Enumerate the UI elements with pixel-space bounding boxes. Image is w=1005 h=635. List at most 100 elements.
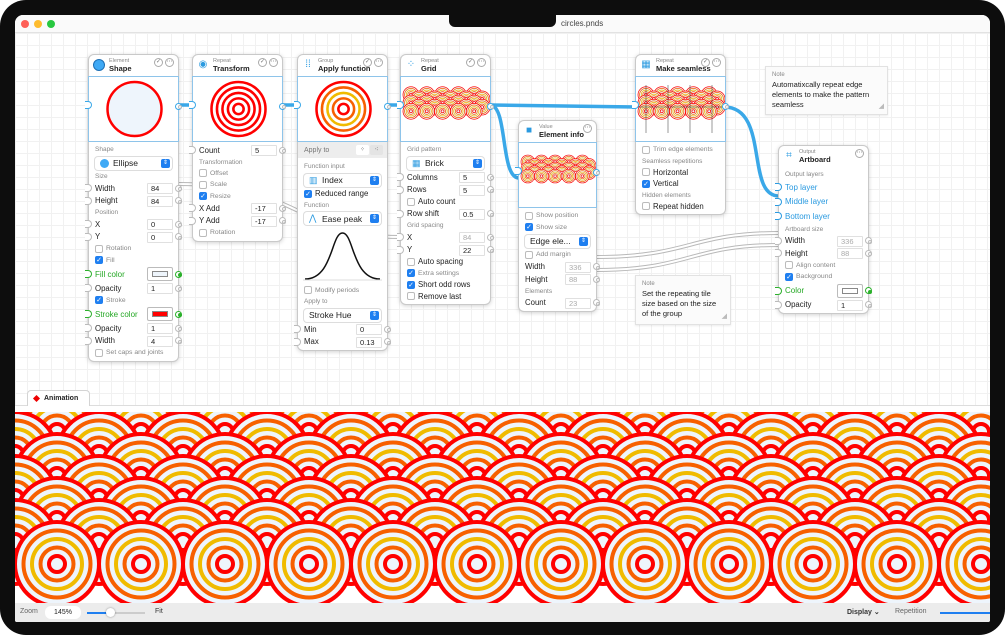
- rows-input[interactable]: 5: [459, 184, 485, 196]
- checkmark-icon[interactable]: ✓: [701, 58, 710, 67]
- input-port[interactable]: [775, 236, 782, 245]
- input-port[interactable]: [85, 196, 92, 205]
- checkmark-icon[interactable]: ✓: [258, 58, 267, 67]
- input-port[interactable]: [189, 101, 196, 109]
- y-input[interactable]: 22: [459, 244, 485, 256]
- checkbox-checked-icon[interactable]: ✓: [642, 179, 650, 188]
- checkmark-icon[interactable]: ✓: [466, 58, 475, 67]
- output-port[interactable]: [175, 220, 182, 228]
- input-port[interactable]: [397, 185, 404, 194]
- opacity-input[interactable]: 1: [147, 323, 173, 334]
- height-input[interactable]: 88: [565, 274, 591, 285]
- x-input[interactable]: 0: [147, 219, 173, 230]
- output-port[interactable]: [487, 173, 494, 181]
- output-port[interactable]: [175, 233, 182, 241]
- input-port[interactable]: [294, 325, 301, 334]
- dropdown[interactable]: ▦Brick⇕: [407, 156, 484, 170]
- columns-input[interactable]: 5: [459, 172, 485, 183]
- opacity-input[interactable]: 1: [147, 283, 173, 294]
- output-port[interactable]: [487, 246, 494, 254]
- checkbox-unchecked-icon[interactable]: [199, 228, 207, 237]
- height-input[interactable]: 88: [837, 248, 863, 259]
- apply-to-toggle[interactable]: ⁘⁖: [356, 145, 383, 155]
- checkbox-unchecked-icon[interactable]: [95, 244, 103, 253]
- dropdown[interactable]: ⋀Ease peak⇕: [304, 212, 381, 225]
- input-port[interactable]: [775, 212, 782, 221]
- output-port[interactable]: [865, 301, 872, 309]
- checkbox-unchecked-icon[interactable]: [785, 261, 793, 270]
- fit-button[interactable]: Fit: [155, 608, 163, 615]
- color-swatch[interactable]: [147, 307, 173, 321]
- checkbox-resize[interactable]: ✓Resize: [193, 191, 282, 203]
- output-port[interactable]: [593, 275, 600, 283]
- input-port[interactable]: [85, 324, 92, 333]
- output-port[interactable]: [593, 299, 600, 307]
- checkbox-unchecked-icon[interactable]: [407, 257, 415, 266]
- checkbox-unchecked-icon[interactable]: [407, 197, 415, 206]
- x-input[interactable]: 84: [459, 232, 485, 243]
- select-index[interactable]: ▥Index⇕: [298, 172, 387, 188]
- more-icon[interactable]: ⋯: [583, 124, 592, 133]
- checkbox-vertical[interactable]: ✓Vertical: [636, 178, 725, 190]
- input-port[interactable]: [397, 173, 404, 182]
- output-port[interactable]: [175, 284, 182, 292]
- min-input[interactable]: 0: [356, 324, 382, 335]
- input-port[interactable]: [189, 216, 196, 225]
- width-input[interactable]: 84: [147, 183, 173, 194]
- checkbox-unchecked-icon[interactable]: [642, 168, 650, 177]
- input-port[interactable]: [397, 233, 404, 242]
- input-port[interactable]: [189, 146, 196, 155]
- checkbox-scale[interactable]: Scale: [193, 179, 282, 191]
- input-port[interactable]: [85, 232, 92, 241]
- checkmark-icon[interactable]: ✓: [363, 58, 372, 67]
- y-add-input[interactable]: -17: [251, 215, 277, 227]
- output-port[interactable]: [593, 263, 600, 271]
- select-ease-peak[interactable]: ⋀Ease peak⇕: [298, 211, 387, 227]
- dropdown[interactable]: Stroke Hue⇕: [304, 308, 381, 322]
- input-port[interactable]: [85, 270, 92, 278]
- row-shift-input[interactable]: 0.5: [459, 208, 485, 220]
- input-port[interactable]: [775, 183, 782, 192]
- output-port[interactable]: [865, 237, 872, 245]
- close-window-button[interactable]: [21, 20, 29, 28]
- checkbox-rotation[interactable]: Rotation: [89, 243, 178, 255]
- dropdown[interactable]: ▥Index⇕: [304, 173, 381, 187]
- x-add-input[interactable]: -17: [251, 203, 277, 214]
- output-port[interactable]: [175, 197, 182, 205]
- resize-grip-icon[interactable]: ◢: [878, 103, 884, 110]
- output-port[interactable]: [175, 310, 182, 318]
- dropdown[interactable]: Ellipse⇕: [95, 156, 172, 170]
- input-port[interactable]: [85, 184, 92, 193]
- more-icon[interactable]: ⋯: [477, 58, 486, 67]
- input-port[interactable]: [515, 167, 522, 175]
- checkbox-unchecked-icon[interactable]: [525, 211, 533, 220]
- checkbox-unchecked-icon[interactable]: [642, 202, 650, 211]
- tree-icon[interactable]: ⁖: [370, 145, 383, 155]
- checkbox-modify-periods[interactable]: Modify periods: [298, 285, 387, 297]
- zoom-value-field[interactable]: 145%: [45, 606, 81, 619]
- output-port[interactable]: [279, 102, 286, 110]
- output-port[interactable]: [384, 102, 391, 110]
- checkbox-checked-icon[interactable]: ✓: [95, 296, 103, 305]
- tab-animation[interactable]: Animation: [27, 390, 90, 406]
- display-menu[interactable]: Display ⌄: [847, 608, 880, 616]
- checkbox-add-margin[interactable]: Add margin: [519, 249, 596, 261]
- input-port[interactable]: [775, 249, 782, 258]
- output-port[interactable]: [722, 102, 729, 110]
- minimize-window-button[interactable]: [34, 20, 42, 28]
- max-input[interactable]: 0.13: [356, 336, 382, 348]
- checkbox-horizontal[interactable]: Horizontal: [636, 167, 725, 179]
- count-input[interactable]: 5: [251, 145, 277, 156]
- checkbox-rotation[interactable]: Rotation: [193, 227, 282, 239]
- checkbox-unchecked-icon[interactable]: [199, 169, 207, 178]
- y-input[interactable]: 0: [147, 231, 173, 243]
- input-port[interactable]: [294, 101, 301, 109]
- checkbox-checked-icon[interactable]: ✓: [95, 256, 103, 265]
